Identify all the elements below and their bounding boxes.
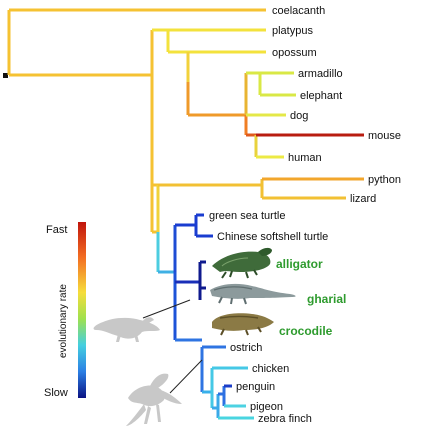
- label-opossum: opossum: [272, 47, 317, 59]
- label-mouse: mouse: [368, 130, 401, 142]
- label-lizard: lizard: [350, 193, 376, 205]
- rate-color-bar: [78, 222, 86, 398]
- label-python: python: [368, 174, 401, 186]
- root-marker: [3, 73, 8, 78]
- archaeopteryx-silhouette: [126, 373, 182, 426]
- label-dog: dog: [290, 110, 308, 122]
- crocodile-image: [212, 313, 274, 336]
- label-pigeon: pigeon: [250, 401, 283, 413]
- label-elephant: elephant: [300, 90, 342, 102]
- label-ostrich: ostrich: [230, 342, 262, 354]
- label-platypus: platypus: [272, 25, 313, 37]
- rate-scale-title: evolutionary rate: [58, 284, 69, 358]
- label-gharial: gharial: [307, 292, 346, 306]
- rate-scale-slow-label: Slow: [44, 387, 68, 399]
- label-chinese-softshell-turtle: Chinese softshell turtle: [217, 231, 328, 243]
- label-human: human: [288, 152, 322, 164]
- dinosaur-connector-line: [142, 299, 191, 319]
- label-crocodile: crocodile: [279, 324, 333, 338]
- label-coelacanth: coelacanth: [272, 5, 325, 17]
- gharial-image: [210, 283, 296, 305]
- label-chicken: chicken: [252, 363, 289, 375]
- archaeopteryx-connector-line: [169, 359, 203, 394]
- alligator-image: [212, 247, 272, 279]
- label-penguin: penguin: [236, 381, 275, 393]
- label-alligator: alligator: [276, 257, 323, 271]
- dinosaur-silhouette: [93, 317, 160, 342]
- rate-scale-fast-label: Fast: [46, 224, 67, 236]
- label-green-sea-turtle: green sea turtle: [209, 210, 285, 222]
- label-armadillo: armadillo: [298, 68, 343, 80]
- label-zebra-finch: zebra finch: [258, 413, 312, 425]
